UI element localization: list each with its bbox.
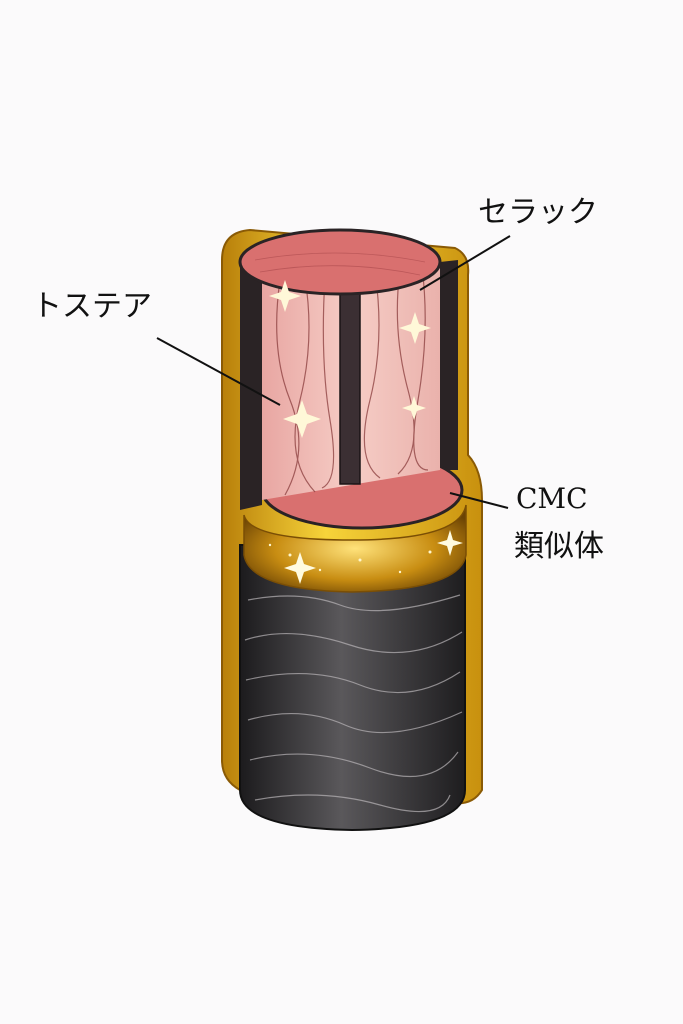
label-shellac: セラック <box>478 195 598 230</box>
inner-cuticle-wall <box>240 260 262 510</box>
cortex-top-cross-section <box>238 228 442 296</box>
inner-cuticle-wall-right <box>440 260 458 470</box>
tostea-leader-line <box>156 337 281 406</box>
label-cmc: CMC <box>516 482 588 515</box>
label-cmc-analog: 類似体 <box>514 529 604 564</box>
shellac-leader-line <box>419 235 511 291</box>
label-tostea: トステア <box>32 289 152 324</box>
sparkle-icon <box>284 552 316 584</box>
medulla-rod <box>339 271 361 485</box>
cortex-sparkles <box>269 280 431 438</box>
cmc-gold-ring <box>243 504 467 593</box>
sparkle-icon <box>437 530 463 556</box>
cmc-leader-line <box>449 492 509 509</box>
cuticle-cylinder <box>239 544 466 832</box>
